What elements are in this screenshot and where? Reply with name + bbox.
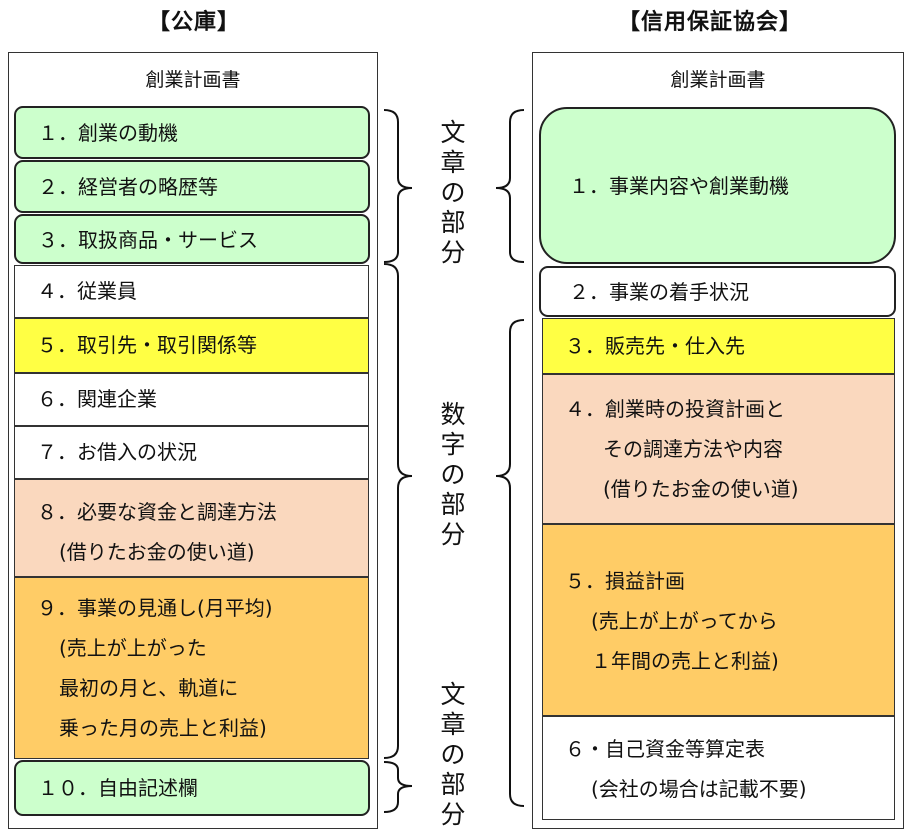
left-item-7: ７．お借入の状況	[14, 426, 369, 479]
left-item-5: ５．取引先・取引関係等	[14, 318, 369, 373]
brace-left-top	[383, 109, 413, 263]
left-item-3-text: ３．取扱商品・サービス	[38, 228, 258, 252]
vertical-label-char: 部	[440, 208, 466, 237]
left-item-8-line-2: (借りたお金の使い道)	[59, 540, 255, 564]
left-item-8-line-1: ８．必要な資金と調達方法	[37, 500, 277, 524]
left-item-9-line-3: 最初の月と、軌道に	[59, 676, 239, 700]
left-item-10: １０．自由記述欄	[14, 760, 370, 816]
right-item-6: ６・自己資金等算定表 (会社の場合は記載不要)	[542, 716, 895, 820]
right-item-4: ４．創業時の投資計画と その調達方法や内容 (借りたお金の使い道)	[542, 374, 895, 524]
vertical-label-char: 数	[440, 400, 466, 429]
vertical-label-char: の	[440, 178, 466, 207]
vertical-label-char: 章	[440, 148, 466, 177]
right-item-6-line-1: ６・自己資金等算定表	[565, 737, 765, 761]
right-item-6-line-2: (会社の場合は記載不要)	[591, 777, 807, 801]
left-item-4-text: ４．従業員	[37, 279, 137, 303]
left-item-9-line-1: ９．事業の見通し(月平均)	[37, 596, 273, 620]
right-item-3-text: ３．販売先・仕入先	[565, 334, 745, 358]
right-item-2: ２．事業の着手状況	[539, 266, 896, 317]
right-item-5: ５．損益計画 (売上が上がってから １年間の売上と利益)	[542, 524, 895, 716]
vertical-label-char: の	[440, 460, 466, 489]
left-item-6-text: ６．関連企業	[37, 387, 157, 411]
vertical-label-char: 文	[440, 680, 466, 709]
left-item-9-line-2: (売上が上がった	[59, 636, 207, 660]
vertical-label-char: 部	[440, 770, 466, 799]
right-item-5-line-1: ５．損益計画	[565, 569, 685, 593]
brace-left-middle	[383, 263, 413, 759]
right-item-5-line-2: (売上が上がってから	[591, 609, 778, 633]
left-item-8: ８．必要な資金と調達方法 (借りたお金の使い道)	[14, 479, 369, 577]
left-item-2: ２．経営者の略歴等	[14, 160, 370, 213]
left-item-9-line-4: 乗った月の売上と利益)	[59, 716, 267, 740]
right-item-4-line-1: ４．創業時の投資計画と	[565, 397, 785, 421]
left-item-1-text: １．創業の動機	[38, 121, 178, 145]
left-title: 【公庫】	[148, 10, 241, 35]
left-item-3: ３．取扱商品・サービス	[14, 214, 370, 264]
right-item-2-text: ２．事業の着手状況	[569, 280, 749, 304]
left-item-6: ６．関連企業	[14, 373, 369, 426]
right-item-1: １．事業内容や創業動機	[539, 107, 896, 264]
label-number-part: 数字の部分	[438, 400, 468, 550]
label-text-part-top: 文章の部分	[438, 118, 468, 268]
right-panel-header: 創業計画書	[670, 69, 766, 91]
left-item-5-text: ５．取引先・取引関係等	[37, 333, 257, 357]
left-panel-header: 創業計画書	[145, 69, 241, 91]
left-item-2-text: ２．経営者の略歴等	[38, 175, 218, 199]
left-item-10-text: １０．自由記述欄	[38, 776, 198, 800]
right-item-5-line-3: １年間の売上と利益)	[591, 649, 779, 673]
right-title: 【信用保証協会】	[618, 10, 803, 35]
right-item-3: ３．販売先・仕入先	[542, 318, 895, 374]
vertical-label-char: 部	[440, 490, 466, 519]
left-item-9: ９．事業の見通し(月平均) (売上が上がった 最初の月と、軌道に 乗った月の売上…	[14, 577, 369, 759]
vertical-label-char: 章	[440, 710, 466, 739]
vertical-label-char: の	[440, 740, 466, 769]
brace-right-top	[495, 109, 525, 263]
left-item-4: ４．従業員	[14, 265, 369, 318]
right-item-4-line-2: その調達方法や内容	[603, 437, 783, 461]
brace-right-bottom	[495, 319, 525, 807]
vertical-label-char: 文	[440, 118, 466, 147]
vertical-label-char: 分	[440, 238, 466, 267]
brace-left-bottom	[383, 761, 413, 813]
right-item-1-text: １．事業内容や創業動機	[569, 174, 789, 198]
right-item-4-line-3: (借りたお金の使い道)	[603, 477, 799, 501]
left-item-7-text: ７．お借入の状況	[37, 440, 197, 464]
vertical-label-char: 分	[440, 800, 466, 829]
vertical-label-char: 分	[440, 520, 466, 549]
vertical-label-char: 字	[440, 430, 466, 459]
left-item-1: １．創業の動機	[14, 106, 370, 159]
label-text-part-bottom: 文章の部分	[438, 680, 468, 830]
